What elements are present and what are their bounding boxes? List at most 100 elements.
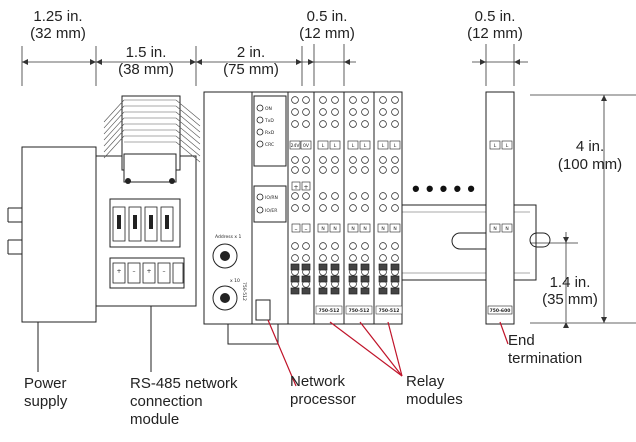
terminal-hole: [379, 96, 387, 104]
end-tag-1: L: [494, 143, 497, 149]
relay-model-2: 750-512: [349, 308, 370, 314]
terminal-hole: [302, 96, 310, 104]
terminal-hole: [349, 204, 357, 212]
end-tag-2: L: [506, 143, 509, 149]
terminal-clamp: [348, 263, 358, 271]
callout-power-supply: Power supply: [24, 375, 68, 410]
terminal-hole: [391, 120, 399, 128]
terminal-hole: [349, 242, 357, 250]
terminal-clamp: [378, 263, 388, 271]
callout-relays: Relay modules: [406, 373, 463, 408]
continuation-dots: • • • • •: [412, 176, 475, 201]
terminal-hole: [349, 108, 357, 116]
network-processor-module: ON TxD RxD CRC IO/RN IO/ER Address x 1 x…: [203, 91, 297, 387]
terminal-hole: [391, 204, 399, 212]
dim-relay-mm: (12 mm): [299, 25, 355, 42]
dim-processor-inches: 2 in.: [237, 44, 265, 61]
terminal-hole: [291, 166, 299, 174]
rs485-terminal-4: –: [163, 268, 166, 275]
relay-modules: 24V 0V L L L L L L + + – – N N N N N N 7…: [287, 91, 512, 377]
callout-relays-line2: modules: [406, 391, 463, 408]
terminal-hole: [291, 108, 299, 116]
terminal-hole: [331, 96, 339, 104]
terminal-clamp: [318, 287, 328, 295]
terminal-hole: [319, 156, 327, 164]
end-model: 750-600: [490, 308, 511, 314]
terminal-clamp: [330, 287, 340, 295]
terminal-hole: [349, 96, 357, 104]
terminal-hole: [361, 254, 369, 262]
din-rail: [400, 204, 551, 281]
relay-tag-top-3: L: [322, 143, 325, 149]
terminal-hole: [291, 204, 299, 212]
terminal-hole: [319, 192, 327, 200]
callout-rs485-line3: module: [130, 411, 179, 428]
relay-tag-top-8: L: [394, 143, 397, 149]
terminal-hole: [379, 120, 387, 128]
dim-end-inches: 0.5 in.: [475, 8, 516, 25]
address-x1-label: Address x 1: [215, 234, 241, 240]
terminal-hole: [319, 254, 327, 262]
terminal-hole: [349, 120, 357, 128]
terminal-hole: [319, 120, 327, 128]
terminal-hole: [379, 108, 387, 116]
rs485-terminal-3: +: [146, 268, 151, 275]
relay-tag-n-1: N: [321, 226, 324, 232]
relay-tag-n-2: N: [333, 226, 336, 232]
dim-height-inches: 4 in.: [576, 138, 604, 155]
terminal-hole: [291, 254, 299, 262]
terminal-hole: [349, 254, 357, 262]
relay-tag-n-5: N: [381, 226, 384, 232]
callout-rs485: RS-485 network connection module: [130, 375, 238, 428]
address-x10-label: x 10: [230, 278, 240, 284]
terminal-clamp: [348, 275, 358, 283]
relay-tag-top-1: 24V: [291, 143, 301, 149]
callout-end: End termination: [508, 332, 582, 367]
terminal-hole: [361, 96, 369, 104]
callout-processor-line2: processor: [290, 391, 356, 408]
led-rxd-label: RxD: [265, 130, 275, 136]
terminal-hole: [331, 204, 339, 212]
terminal-clamp: [378, 287, 388, 295]
terminal-hole: [319, 96, 327, 104]
terminal-hole: [331, 156, 339, 164]
end-tag-3: N: [493, 226, 496, 232]
callout-end-line2: termination: [508, 350, 582, 367]
terminal-hole: [302, 166, 310, 174]
terminal-hole: [391, 166, 399, 174]
dim-power-supply: 1.25 in. (32 mm): [21, 8, 97, 86]
terminal-hole: [331, 108, 339, 116]
relay-tag-top-5: L: [352, 143, 355, 149]
terminal-hole: [302, 204, 310, 212]
dim-rs485: 1.5 in. (38 mm): [96, 44, 197, 86]
dim-height: 4 in. (100 mm): [530, 94, 636, 324]
relay-tag-minus-1: –: [295, 226, 298, 233]
terminal-hole: [361, 156, 369, 164]
relay-tag-top-7: L: [382, 143, 385, 149]
dim-end: 0.5 in. (12 mm): [467, 8, 528, 86]
terminal-clamp: [360, 275, 370, 283]
dim-rail: 1.4 in. (35 mm): [530, 232, 598, 328]
terminal-hole: [349, 156, 357, 164]
terminal-clamp: [330, 275, 340, 283]
rs485-terminal-2: –: [133, 268, 136, 275]
terminal-hole: [331, 192, 339, 200]
terminal-hole: [291, 120, 299, 128]
terminal-clamp: [290, 275, 300, 283]
callout-processor-line1: Network: [290, 373, 346, 390]
terminal-hole: [361, 120, 369, 128]
terminal-hole: [291, 156, 299, 164]
terminal-hole: [291, 96, 299, 104]
led-iorn-label: IO/RN: [265, 195, 278, 201]
dim-rs485-inches: 1.5 in.: [126, 44, 167, 61]
terminal-hole: [391, 254, 399, 262]
callout-rs485-line1: RS-485 network: [130, 375, 238, 392]
terminal-hole: [361, 192, 369, 200]
terminal-hole: [331, 242, 339, 250]
relay-tag-n-6: N: [393, 226, 396, 232]
terminal-clamp: [360, 263, 370, 271]
power-supply-module: [7, 146, 97, 372]
terminal-clamp: [301, 275, 311, 283]
terminal-hole: [379, 156, 387, 164]
